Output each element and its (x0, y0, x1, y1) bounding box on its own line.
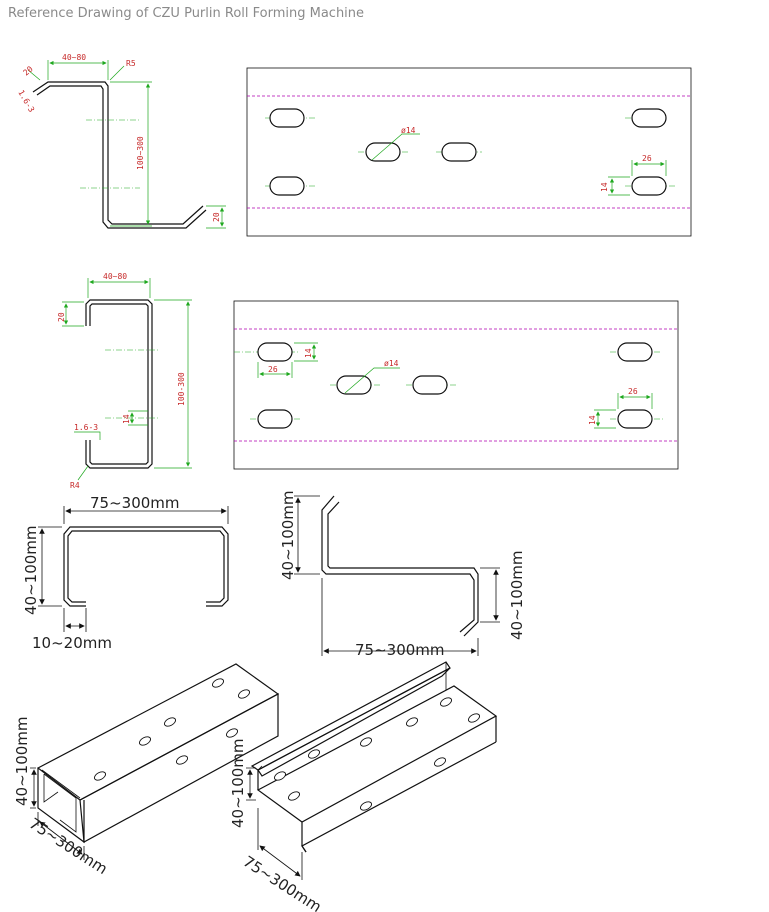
c-iso-hole (226, 728, 238, 738)
c-profile-height-label: 40~100mm (22, 525, 40, 615)
z-panel-outline (246, 67, 692, 237)
z-isometric-drawing: 40~100mm 75~300mm (229, 661, 498, 912)
z-profile-drawing: 40~100mm 75~300mm 40~100mm (279, 490, 526, 659)
c-panel-outline (233, 300, 679, 470)
z-slot-top-left (269, 108, 305, 128)
z-slot-bottom-left (269, 176, 305, 196)
c-iso-hole (139, 736, 151, 746)
z-iso-hole (288, 791, 300, 801)
c-iso-hole (212, 678, 224, 688)
z-bottom-lip-label: 20 (212, 212, 221, 222)
c-slot-length-right-label: 26 (628, 387, 638, 396)
z-lip-label: 20 (22, 64, 35, 77)
c-profile-lip-label: 10~20mm (32, 634, 112, 652)
z-iso-hole (434, 757, 446, 767)
z-iso-hole (406, 717, 418, 727)
c-iso-hole (164, 717, 176, 727)
z-thickness-label: 1.6-3 (16, 89, 36, 115)
c-flange-width-label: 40~80 (103, 272, 127, 281)
c-slot-top-left (257, 342, 293, 362)
page-title: Reference Drawing of CZU Purlin Roll For… (8, 6, 365, 21)
c-web-height-label: 100-300 (177, 372, 186, 406)
z-profile-width-label: 75~300mm (355, 641, 445, 659)
z-slot-middle-1 (365, 142, 401, 162)
z-hole-diameter-label: ø14 (401, 126, 416, 135)
c-slot-width-label: 14 (122, 414, 131, 424)
z-slot-middle-2 (441, 142, 477, 162)
z-flange-width-label: 40~80 (62, 53, 86, 62)
c-iso-hole (176, 755, 188, 765)
c-radius-label: R4 (70, 481, 80, 490)
z-iso-width-label: 75~300mm (240, 852, 325, 912)
c-lip-label: 20 (57, 312, 66, 322)
z-section-drawing: 40~80 20 1.6-3 R5 100~300 20 (16, 53, 226, 229)
c-profile-drawing: 75~300mm 40~100mm 10~20mm (22, 494, 229, 652)
z-profile-bottom-height-label: 40~100mm (508, 550, 526, 640)
z-slot-bottom-right (631, 176, 667, 196)
c-slot-length-left-label: 26 (268, 365, 278, 374)
z-radius-label: R5 (126, 59, 136, 68)
c-iso-hole (94, 771, 106, 781)
z-iso-hole (274, 771, 286, 781)
z-slot-length-label: 26 (642, 154, 652, 163)
c-slot-bottom-right (617, 409, 653, 429)
c-slot-top-right (617, 342, 653, 362)
z-web-height-label: 100~300 (136, 136, 145, 170)
c-thickness-label: 1.6-3 (74, 423, 98, 432)
z-iso-hole (360, 737, 372, 747)
z-iso-hole (360, 801, 372, 811)
z-slot-top-right (631, 108, 667, 128)
z-iso-hole (440, 697, 452, 707)
z-panel-drawing: ø14 26 14 (246, 67, 692, 237)
c-iso-width-label: 75~300mm (26, 814, 111, 878)
z-iso-hole (308, 749, 320, 759)
c-hole-diameter-label: ø14 (384, 359, 399, 368)
c-slot-middle-2 (412, 375, 448, 395)
c-profile-width-label: 75~300mm (90, 494, 180, 512)
c-section-drawing: 40~80 20 100-300 14 1.6-3 R4 (57, 272, 192, 490)
z-profile-top-height-label: 40~100mm (279, 490, 297, 580)
c-iso-height-label: 40~100mm (13, 716, 31, 806)
z-iso-height-label: 40~100mm (229, 738, 247, 828)
c-slot-bottom-left (257, 409, 293, 429)
c-iso-hole (238, 689, 250, 699)
z-iso-hole (468, 713, 480, 723)
z-slot-width-label: 14 (600, 182, 609, 192)
c-slot-width-left-label: 14 (304, 348, 313, 358)
c-slot-width-right-label: 14 (588, 415, 597, 425)
c-panel-drawing: 14 26 ø14 26 14 (233, 300, 679, 470)
